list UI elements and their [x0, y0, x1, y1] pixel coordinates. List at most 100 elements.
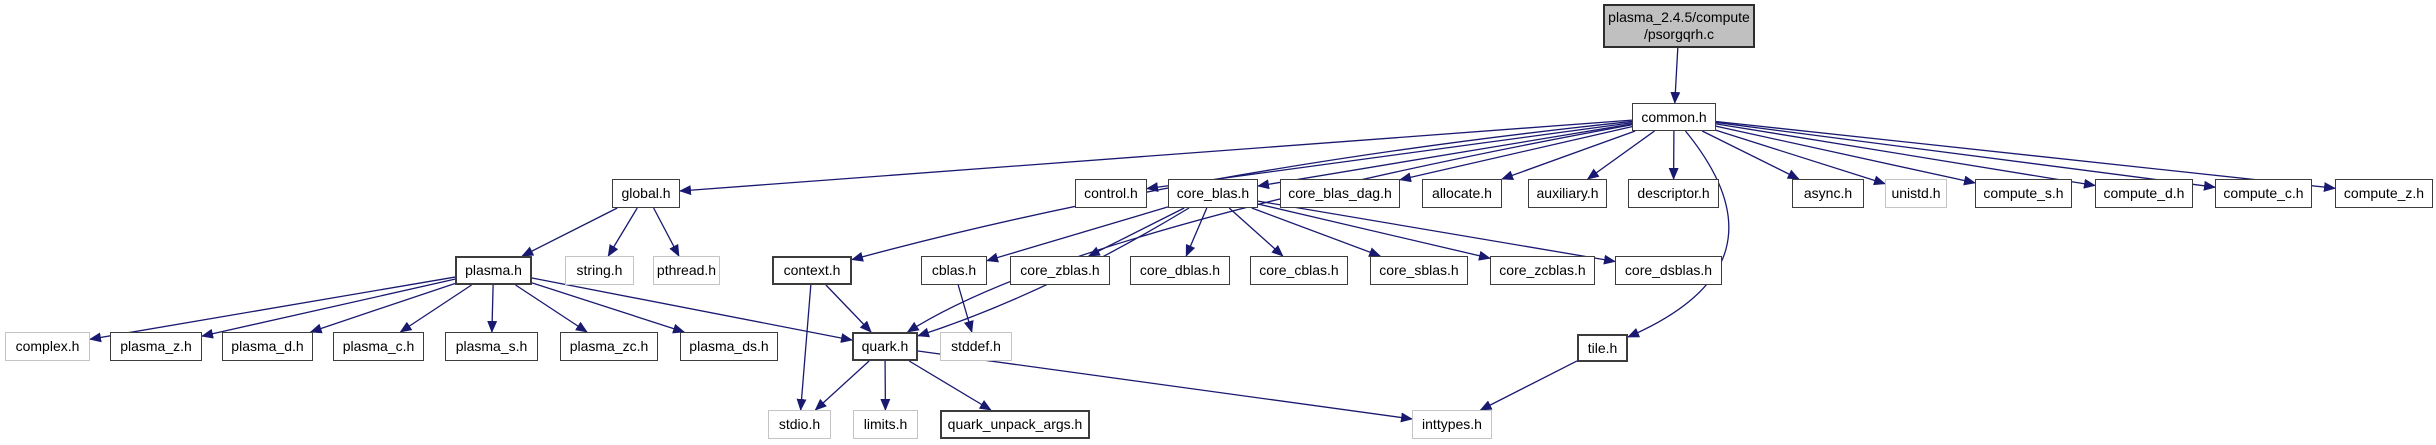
node-label: control.h — [1084, 185, 1138, 201]
node-label: core_zcblas.h — [1499, 262, 1586, 278]
node-label: core_blas.h — [1176, 185, 1250, 201]
node-label: quark.h — [861, 338, 909, 354]
edge-core_blas-to-core_dsblas — [1257, 200, 1616, 265]
edge-common-to-core_blas — [1257, 123, 1633, 190]
node-core_cblas[interactable]: core_cblas.h — [1250, 256, 1348, 285]
node-compute_d[interactable]: compute_d.h — [2095, 179, 2193, 208]
edge-common-to-compute_c — [1715, 121, 2216, 191]
node-compute_c[interactable]: compute_c.h — [2215, 179, 2312, 208]
edge-common-to-core_blas_dag — [1399, 125, 1633, 183]
node-label: pthread.h — [656, 262, 717, 278]
node-limits: limits.h — [853, 410, 918, 439]
node-stddef: stddef.h — [940, 332, 1012, 361]
edge-core_blas-to-core_dblas — [1185, 207, 1208, 257]
edge-common-to-allocate — [1501, 130, 1636, 181]
edge-common-to-compute_s — [1715, 125, 1976, 186]
edge-global-to-plasma — [521, 207, 618, 257]
node-plasma_s[interactable]: plasma_s.h — [445, 332, 538, 361]
edge-common-to-compute_d — [1715, 123, 2096, 189]
node-context[interactable]: context.h — [772, 256, 852, 285]
node-global[interactable]: global.h — [612, 179, 680, 208]
edge-quark-to-quark_unpack_args — [908, 360, 992, 411]
node-tile[interactable]: tile.h — [1577, 334, 1628, 362]
node-inttypes: inttypes.h — [1412, 410, 1492, 439]
node-label: global.h — [621, 185, 671, 201]
edge-cblas-to-stddef — [957, 284, 974, 333]
node-label: cblas.h — [931, 262, 977, 278]
node-unistd: unistd.h — [1885, 179, 1947, 208]
node-label: descriptor.h — [1637, 185, 1710, 201]
node-control[interactable]: control.h — [1075, 179, 1147, 208]
node-label: context.h — [783, 262, 841, 278]
node-string: string.h — [565, 256, 634, 285]
node-label: plasma.h — [465, 262, 522, 278]
node-label: plasma_z.h — [120, 338, 192, 354]
node-label: allocate.h — [1432, 185, 1492, 201]
node-async[interactable]: async.h — [1792, 179, 1864, 208]
edge-common-to-auxiliary — [1586, 130, 1655, 180]
edge-core_blas-to-core_zcblas — [1257, 203, 1491, 261]
node-stdio: stdio.h — [768, 410, 831, 439]
node-plasma_z[interactable]: plasma_z.h — [110, 332, 202, 361]
edge-common-to-compute_z — [1715, 120, 2336, 193]
node-label: unistd.h — [1891, 185, 1941, 201]
edge-common-to-async — [1701, 130, 1800, 180]
node-label: quark_unpack_args.h — [947, 416, 1083, 432]
node-label: core_dsblas.h — [1624, 262, 1713, 278]
edge-plasma-to-plasma_c — [399, 284, 472, 333]
node-label: inttypes.h — [1422, 416, 1482, 432]
node-pthread: pthread.h — [653, 256, 720, 285]
edge-quark-to-inttypes — [917, 350, 1413, 423]
node-descriptor[interactable]: descriptor.h — [1628, 179, 1719, 208]
node-plasma_zc[interactable]: plasma_zc.h — [560, 332, 658, 361]
node-complex: complex.h — [5, 332, 90, 361]
node-label: limits.h — [863, 416, 908, 432]
edge-core_blas-to-core_cblas — [1228, 207, 1284, 257]
node-label: core_dblas.h — [1139, 262, 1221, 278]
edge-plasma-to-plasma_z — [201, 278, 456, 339]
node-label: core_blas_dag.h — [1288, 185, 1392, 201]
node-label: plasma_c.h — [342, 338, 415, 354]
node-common[interactable]: common.h — [1632, 103, 1716, 131]
node-cblas[interactable]: cblas.h — [921, 256, 987, 285]
node-label: compute_d.h — [2103, 185, 2185, 201]
node-plasma_d[interactable]: plasma_d.h — [222, 332, 313, 361]
edge-common-to-tile — [1627, 130, 1730, 338]
node-label: compute_z.h — [2343, 185, 2425, 201]
edge-global-to-pthread — [653, 207, 680, 257]
edge-plasma-to-plasma_s — [487, 284, 498, 333]
edge-core_blas-to-cblas — [986, 206, 1169, 263]
node-core_dsblas[interactable]: core_dsblas.h — [1615, 256, 1722, 285]
node-core_sblas[interactable]: core_sblas.h — [1370, 256, 1468, 285]
node-plasma_ds[interactable]: plasma_ds.h — [680, 332, 778, 361]
node-label: plasma_zc.h — [569, 338, 649, 354]
edge-core_blas-to-core_zblas — [1087, 207, 1185, 257]
node-core_zcblas[interactable]: core_zcblas.h — [1490, 256, 1595, 285]
edge-common-to-quark — [906, 124, 1633, 333]
node-label: core_cblas.h — [1259, 262, 1339, 278]
node-label: compute_s.h — [1983, 185, 2064, 201]
node-quark[interactable]: quark.h — [852, 332, 918, 361]
edge-tile-to-inttypes — [1479, 360, 1578, 411]
node-core_blas_dag[interactable]: core_blas_dag.h — [1280, 179, 1400, 208]
node-core_dblas[interactable]: core_dblas.h — [1130, 256, 1230, 285]
edge-plasma-to-plasma_zc — [515, 284, 588, 333]
node-auxiliary[interactable]: auxiliary.h — [1528, 179, 1607, 208]
node-compute_z[interactable]: compute_z.h — [2335, 179, 2433, 208]
node-allocate[interactable]: allocate.h — [1422, 179, 1502, 208]
node-label: core_sblas.h — [1379, 262, 1459, 278]
node-core_zblas[interactable]: core_zblas.h — [1010, 256, 1110, 285]
node-plasma[interactable]: plasma.h — [455, 256, 532, 285]
edge-global-to-string — [607, 207, 638, 257]
edge-common-to-global — [679, 119, 1633, 196]
edge-common-to-unistd — [1715, 129, 1886, 186]
edge-psorgqrh-to-common — [1670, 47, 1681, 104]
node-quark_unpack_args[interactable]: quark_unpack_args.h — [940, 410, 1090, 439]
node-core_blas[interactable]: core_blas.h — [1168, 179, 1258, 208]
node-label: core_zblas.h — [1020, 262, 1100, 278]
node-plasma_c[interactable]: plasma_c.h — [333, 332, 424, 361]
node-compute_s[interactable]: compute_s.h — [1975, 179, 2072, 208]
node-label: plasma_ds.h — [689, 338, 769, 354]
edge-plasma-to-complex — [89, 276, 456, 343]
